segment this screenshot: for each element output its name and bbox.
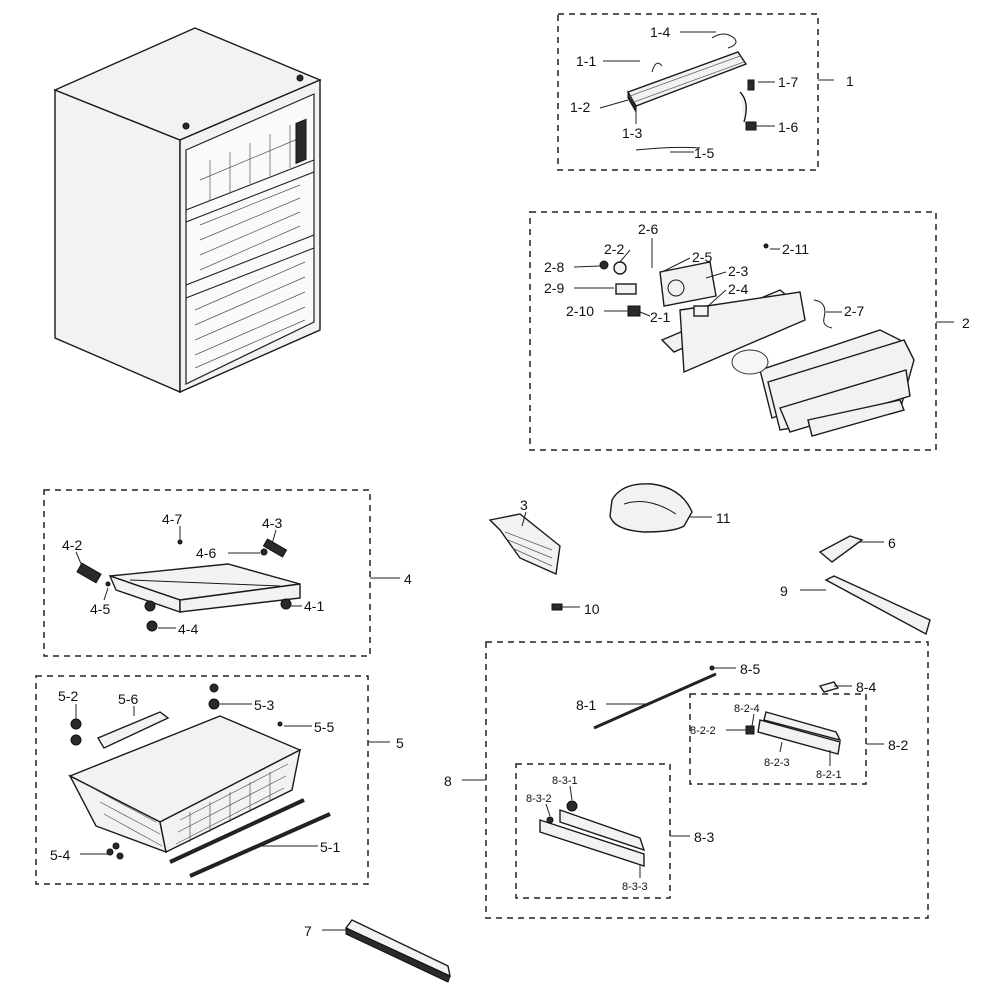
label-5-1: 5-1: [320, 839, 340, 855]
group-2-box: [529, 211, 937, 451]
label-8-2-2: 8-2-2: [690, 725, 716, 737]
part-1-assembly: [626, 33, 757, 151]
label-8-3-1: 8-3-1: [552, 775, 578, 787]
group-1-box: [557, 13, 819, 171]
label-8-2: 8-2: [888, 737, 908, 753]
label-1-3: 1-3: [622, 125, 642, 141]
label-5-6: 5-6: [118, 691, 138, 707]
label-8-2-1: 8-2-1: [816, 769, 842, 781]
label-8-2-3: 8-2-3: [764, 757, 790, 769]
label-8-3-3: 8-3-3: [622, 881, 648, 893]
label-8-1: 8-1: [576, 697, 596, 713]
label-2-5: 2-5: [692, 249, 712, 265]
label-2-7: 2-7: [844, 303, 864, 319]
label-2-11: 2-11: [782, 241, 809, 257]
label-1-7: 1-7: [778, 74, 798, 90]
refrigerator-cabinet: [53, 27, 322, 394]
label-2-6: 2-6: [638, 221, 658, 237]
group-5-box: [35, 675, 369, 885]
label-2-9: 2-9: [544, 280, 564, 296]
label-5-4: 5-4: [50, 847, 70, 863]
label-1-2: 1-2: [570, 99, 590, 115]
part-11: [609, 483, 712, 533]
label-11: 11: [716, 510, 731, 526]
label-2: 2: [962, 315, 970, 331]
group-4-leaders: [75, 526, 400, 629]
label-2-1: 2-1: [650, 309, 670, 325]
label-5-3: 5-3: [254, 697, 274, 713]
label-8-4: 8-4: [856, 679, 876, 695]
label-1-6: 1-6: [778, 119, 798, 135]
label-8-2-4: 8-2-4: [734, 703, 760, 715]
label-5: 5: [396, 735, 404, 751]
label-1-4: 1-4: [650, 24, 670, 40]
label-7: 7: [304, 923, 312, 939]
part-4-assembly: [76, 538, 301, 632]
label-8-3: 8-3: [694, 829, 714, 845]
label-1-5: 1-5: [694, 145, 714, 161]
label-1: 1: [846, 73, 854, 89]
part-7: [322, 919, 451, 983]
group-5-leaders: [75, 703, 390, 855]
label-4-7: 4-7: [162, 511, 182, 527]
label-3: 3: [520, 497, 528, 513]
part-10: [551, 603, 580, 611]
group-8-3-box: [515, 763, 671, 899]
part-6: [818, 535, 884, 563]
label-2-2: 2-2: [604, 241, 624, 257]
part-5-assembly: [68, 683, 331, 878]
label-2-10: 2-10: [566, 303, 594, 319]
label-6: 6: [888, 535, 896, 551]
label-2-3: 2-3: [728, 263, 748, 279]
label-4-3: 4-3: [262, 515, 282, 531]
label-4-2: 4-2: [62, 537, 82, 553]
part-3: [488, 511, 561, 576]
part-2-assembly: [599, 243, 915, 437]
label-9: 9: [780, 583, 788, 599]
label-5-2: 5-2: [58, 688, 78, 704]
part-9: [800, 575, 931, 636]
label-4-4: 4-4: [178, 621, 198, 637]
label-1-1: 1-1: [576, 53, 596, 69]
label-4: 4: [404, 571, 412, 587]
group-2-leaders: [573, 238, 954, 323]
label-10: 10: [584, 601, 600, 617]
label-5-5: 5-5: [314, 719, 334, 735]
label-8-3-2: 8-3-2: [526, 793, 552, 805]
label-4-1: 4-1: [304, 598, 324, 614]
label-2-8: 2-8: [544, 259, 564, 275]
group-1-leaders: [599, 31, 834, 153]
label-8: 8: [444, 773, 452, 789]
label-4-5: 4-5: [90, 601, 110, 617]
label-4-6: 4-6: [196, 545, 216, 561]
label-8-5: 8-5: [740, 661, 760, 677]
label-2-4: 2-4: [728, 281, 748, 297]
group-4-box: [43, 489, 371, 657]
part-8-assembly: [539, 665, 842, 867]
group-8-2-box: [689, 693, 867, 785]
group-8-leaders: [462, 667, 884, 878]
